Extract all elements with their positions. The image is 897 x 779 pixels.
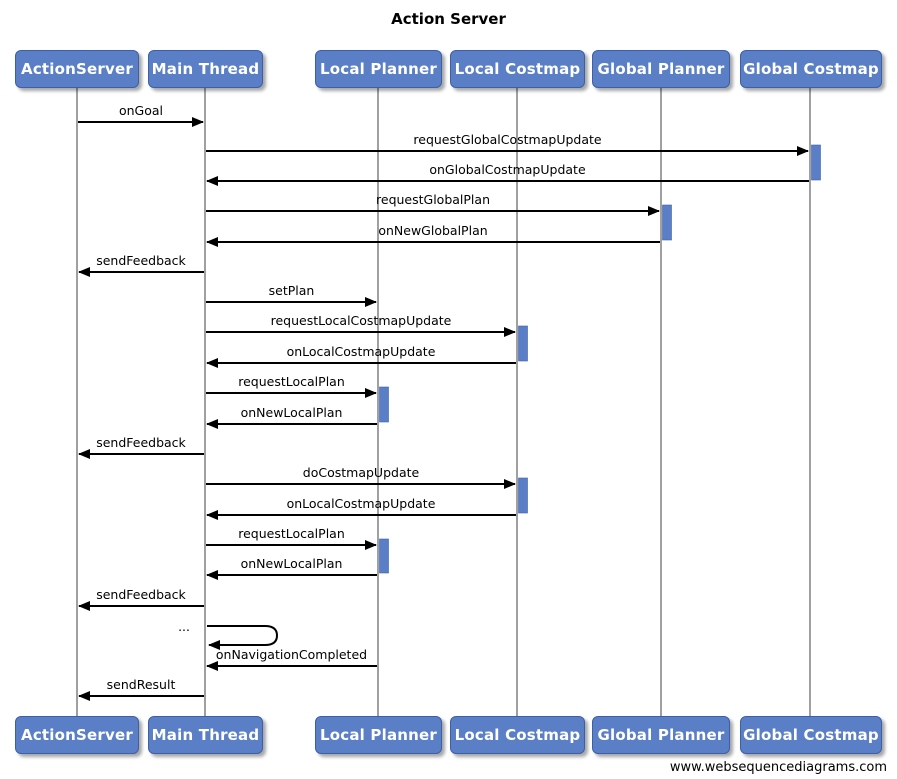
participant-footer-global_planner[interactable]: Global Planner: [592, 716, 730, 754]
message-label: requestGlobalCostmapUpdate: [413, 132, 602, 147]
participant-label: Local Planner: [319, 726, 438, 744]
participant-footer-global_costmap[interactable]: Global Costmap: [740, 716, 882, 754]
participant-footer-main_thread[interactable]: Main Thread: [148, 716, 263, 754]
message-label: requestLocalCostmapUpdate: [270, 313, 452, 328]
activation-bar-local_planner: [379, 538, 389, 574]
watermark-label: www.websequencediagrams.com: [669, 760, 887, 775]
message-label: requestGlobalPlan: [376, 192, 490, 207]
message-arrows-group: [78, 117, 809, 701]
participant-label: Local Costmap: [454, 726, 581, 744]
participant-header-action_server[interactable]: ActionServer: [15, 50, 139, 88]
message-label: sendFeedback: [96, 253, 186, 268]
participant-label: Local Planner: [319, 60, 438, 78]
participant-label: Main Thread: [151, 60, 260, 78]
message-label: requestLocalPlan: [238, 526, 345, 541]
message-label: onNewLocalPlan: [240, 405, 343, 420]
message-label: onLocalCostmapUpdate: [286, 496, 436, 511]
activation-bar-local_costmap: [518, 477, 528, 514]
self-message-loop: [207, 625, 279, 650]
participant-footer-local_planner[interactable]: Local Planner: [315, 716, 442, 754]
message-label: onNavigationCompleted: [215, 647, 368, 662]
participant-header-local_costmap[interactable]: Local Costmap: [450, 50, 585, 88]
activation-bars-group: [379, 144, 821, 574]
message-label: onNewGlobalPlan: [378, 223, 488, 238]
message-label: sendResult: [106, 677, 176, 692]
activation-bar-local_planner: [379, 386, 389, 423]
participant-label: Global Planner: [597, 60, 725, 78]
message-label: sendFeedback: [96, 587, 186, 602]
participant-label: Global Costmap: [743, 726, 879, 744]
participant-header-main_thread[interactable]: Main Thread: [148, 50, 263, 88]
message-label: onNewLocalPlan: [240, 556, 343, 571]
participant-label: Main Thread: [151, 726, 260, 744]
message-label: onGoal: [118, 103, 164, 118]
page-title: Action Server: [391, 10, 506, 28]
participant-label: ActionServer: [21, 726, 133, 744]
message-label: sendFeedback: [96, 435, 186, 450]
participant-header-local_planner[interactable]: Local Planner: [315, 50, 442, 88]
message-label: doCostmapUpdate: [302, 465, 420, 480]
message-label: onGlobalCostmapUpdate: [429, 162, 586, 177]
participant-header-global_costmap[interactable]: Global Costmap: [740, 50, 882, 88]
participant-header-global_planner[interactable]: Global Planner: [592, 50, 730, 88]
activation-bar-local_costmap: [518, 325, 528, 362]
participant-label: Global Costmap: [743, 60, 879, 78]
participant-label: Global Planner: [597, 726, 725, 744]
participant-label: Local Costmap: [454, 60, 581, 78]
participant-label: ActionServer: [21, 60, 133, 78]
activation-bar-global_planner: [662, 204, 672, 241]
message-label: requestLocalPlan: [238, 374, 345, 389]
lifelines-group: [76, 88, 811, 716]
self-message-label: ...: [178, 619, 190, 634]
message-label: setPlan: [268, 283, 315, 298]
message-label: onLocalCostmapUpdate: [286, 344, 436, 359]
activation-bar-global_costmap: [811, 144, 821, 181]
participant-footer-local_costmap[interactable]: Local Costmap: [450, 716, 585, 754]
participant-footer-action_server[interactable]: ActionServer: [15, 716, 139, 754]
